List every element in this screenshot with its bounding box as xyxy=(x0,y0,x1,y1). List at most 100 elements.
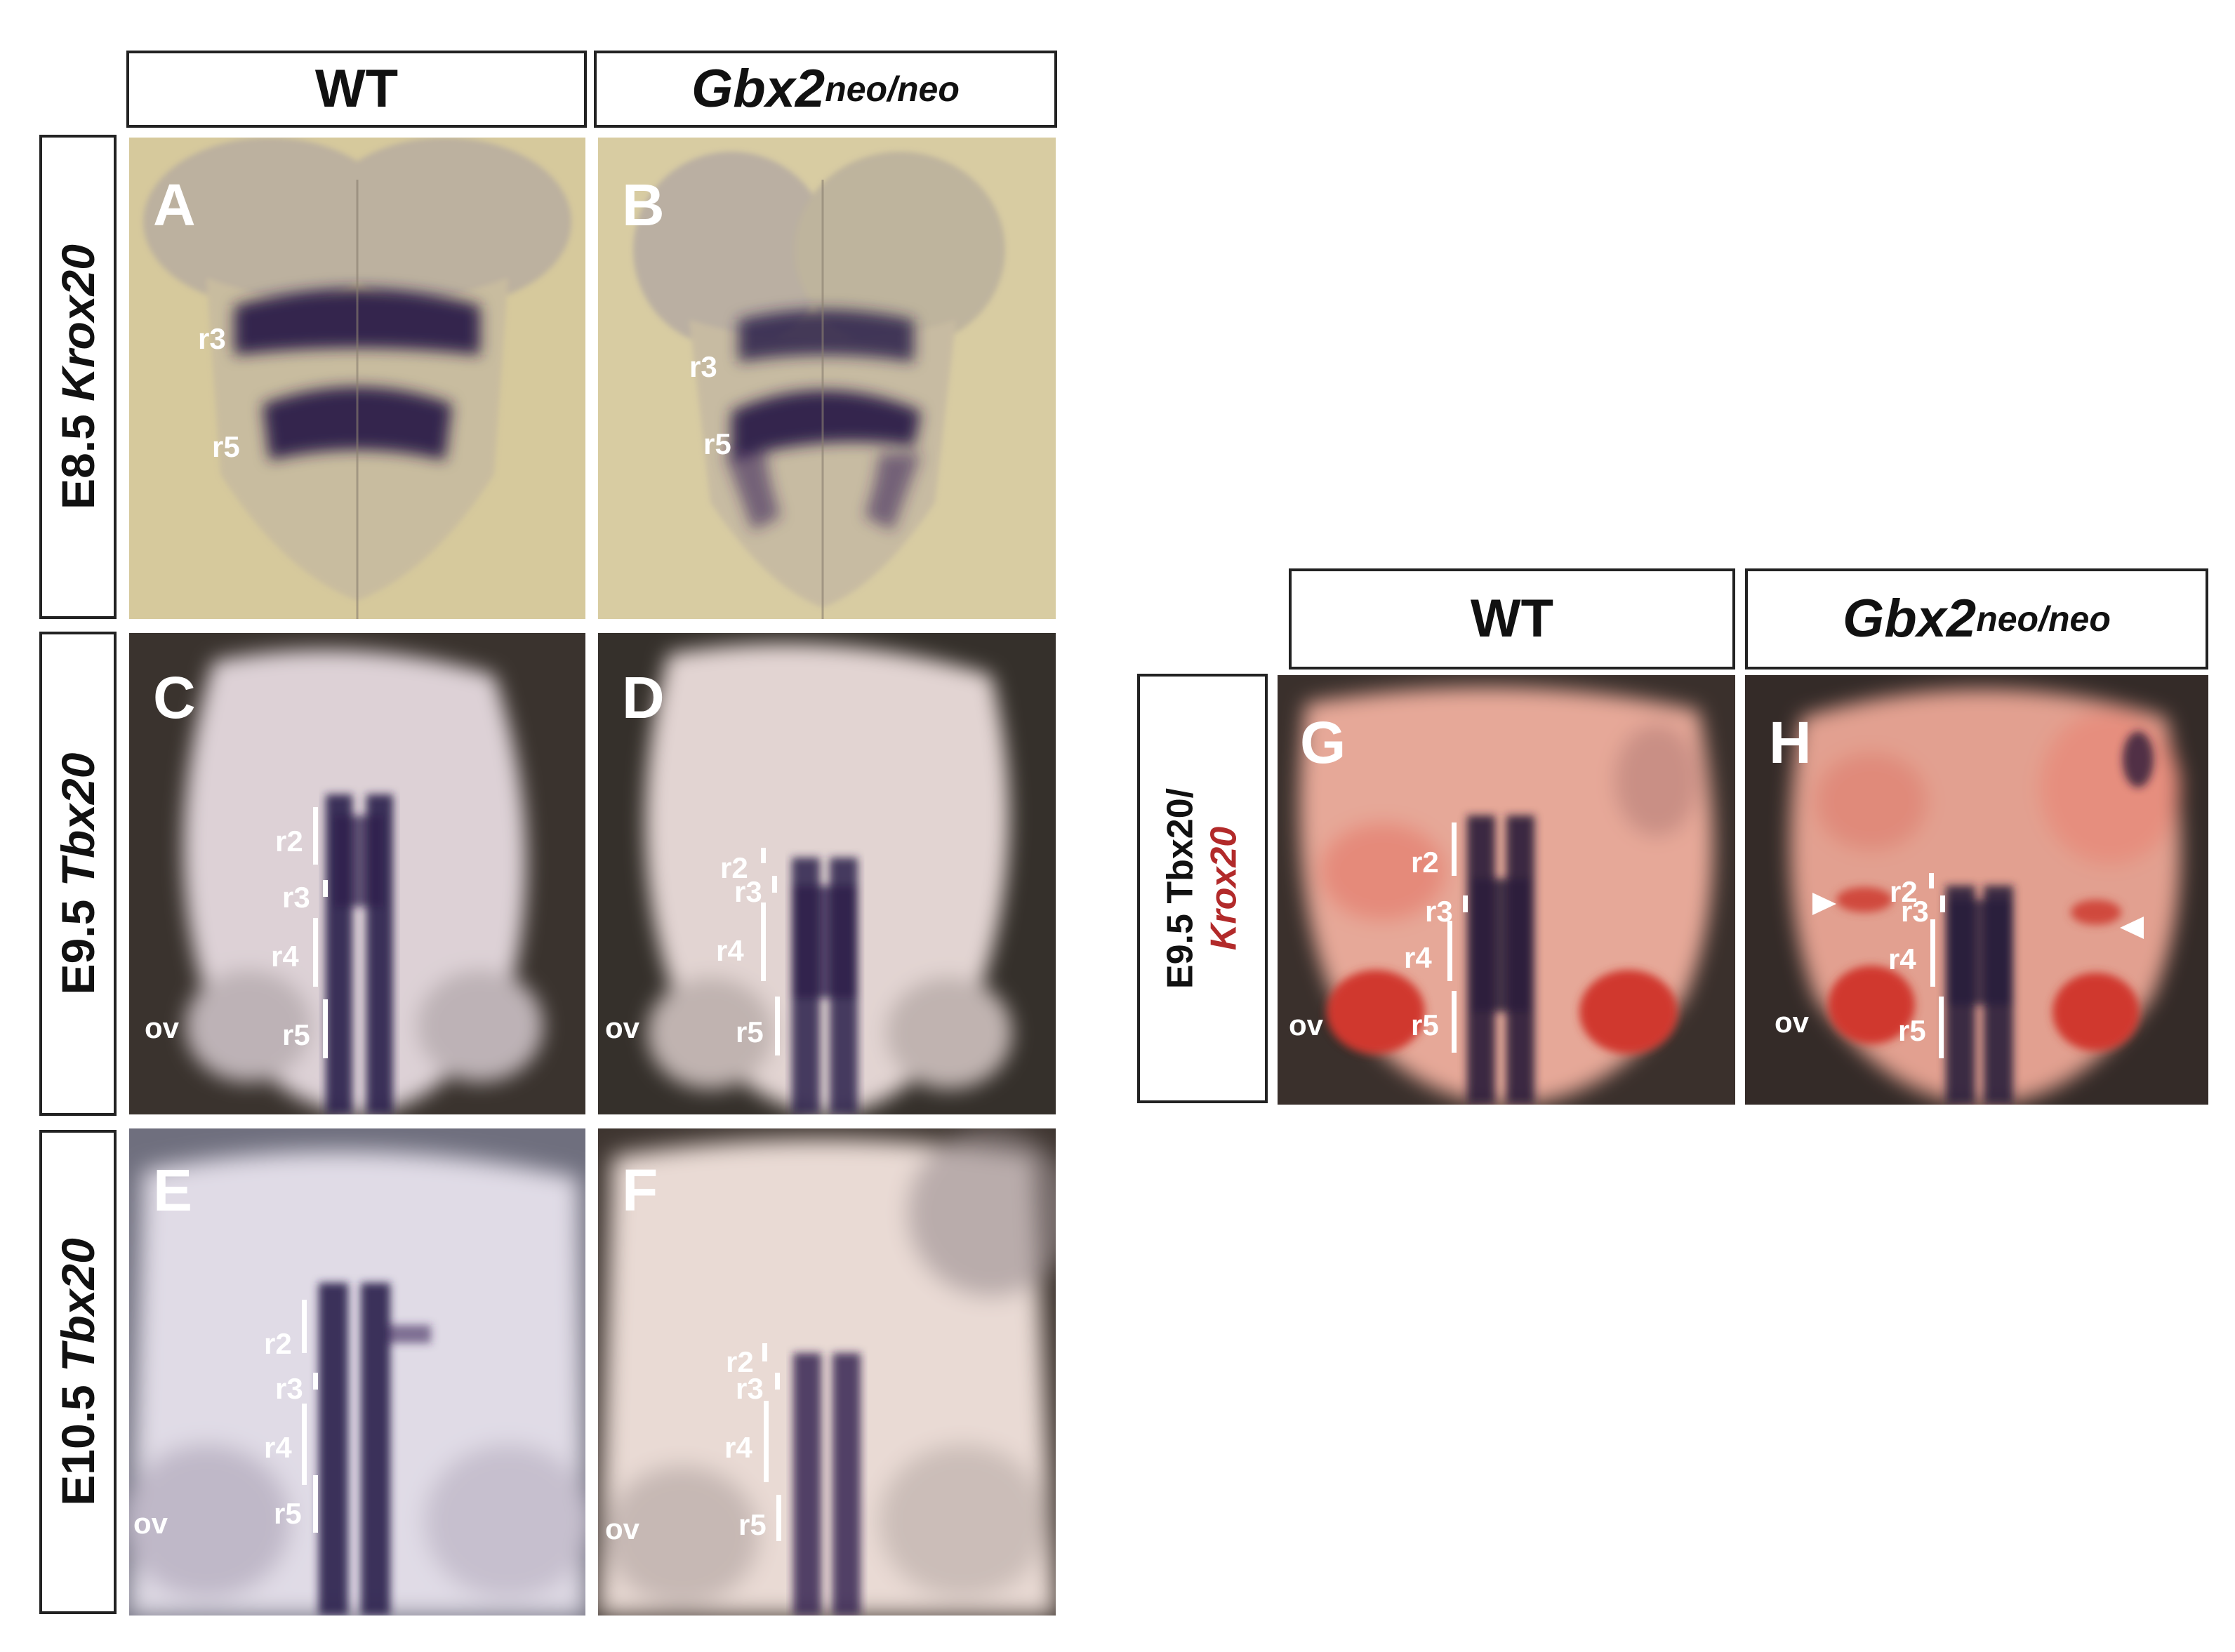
label-ov: ov xyxy=(133,1507,168,1540)
panel-g-image xyxy=(1278,675,1735,1105)
label-r3: r3 xyxy=(1901,895,1929,928)
mutant-gene-name: Gbx2 xyxy=(691,59,825,119)
label-r2: r2 xyxy=(264,1327,292,1360)
label-r5: r5 xyxy=(736,1015,764,1048)
label-r5: r5 xyxy=(282,1018,310,1051)
label-r2: r2 xyxy=(726,1345,754,1378)
arrowhead-left-icon xyxy=(2120,917,2144,939)
rhombomere-bar-r5 xyxy=(1452,991,1457,1053)
arrowhead-right-icon xyxy=(1812,893,1836,915)
panel-b-micrograph xyxy=(598,138,1056,619)
rhombomere-bar-r3 xyxy=(313,1373,318,1390)
label-r4: r4 xyxy=(1888,942,1916,975)
rhombomere-bar-r2 xyxy=(302,1300,307,1353)
rhombomere-bar-r5 xyxy=(1939,997,1944,1058)
label-r2: r2 xyxy=(275,825,303,858)
panel-h-image xyxy=(1745,675,2208,1105)
row-label-e95-tbx20: E9.5 Tbx20 xyxy=(39,632,117,1116)
label-r5: r5 xyxy=(1411,1008,1439,1041)
column-header-wt-right: WT xyxy=(1289,568,1735,670)
rhombomere-bar-r2 xyxy=(761,848,766,863)
panel-h-micrograph xyxy=(1745,675,2208,1105)
panel-c-image xyxy=(129,633,585,1114)
panel-g-micrograph xyxy=(1278,675,1735,1105)
rhombomere-bar-r3 xyxy=(775,1373,780,1390)
row-label-e105-tbx20: E10.5 Tbx20 xyxy=(39,1130,117,1614)
panel-b-image xyxy=(598,138,1056,619)
row-label-e85-krox20: E8.5 Krox20 xyxy=(39,135,117,619)
label-r5: r5 xyxy=(703,427,731,460)
label-r5: r5 xyxy=(212,430,240,463)
label-r3: r3 xyxy=(734,875,762,908)
panel-letter-f: F xyxy=(622,1157,658,1223)
panel-e-image xyxy=(129,1128,585,1616)
mutant-allele-superscript: neo/neo xyxy=(1976,599,2111,639)
label-ov: ov xyxy=(605,1512,640,1545)
rhombomere-bar-r3 xyxy=(1940,895,1945,912)
label-r3: r3 xyxy=(275,1372,303,1405)
rhombomere-bar-r2 xyxy=(762,1343,767,1361)
label-r4: r4 xyxy=(1404,941,1432,974)
rhombomere-bar-r2 xyxy=(1452,822,1457,876)
panel-d-micrograph xyxy=(598,633,1056,1114)
label-r3: r3 xyxy=(689,350,717,383)
rhombomere-bar-r2 xyxy=(313,807,318,865)
rhombomere-bar-r3 xyxy=(1463,895,1468,912)
panel-letter-c: C xyxy=(153,665,196,731)
rhombomere-bar-r4 xyxy=(1930,919,1935,987)
panel-letter-g: G xyxy=(1300,710,1346,775)
rhombomere-bar-r3 xyxy=(772,876,777,893)
label-r4: r4 xyxy=(724,1431,752,1464)
panel-a-image xyxy=(129,138,585,619)
panel-f-image xyxy=(598,1128,1056,1616)
row-gene: Krox20 xyxy=(52,244,104,401)
panel-letter-d: D xyxy=(622,665,665,731)
mutant-allele-superscript: neo/neo xyxy=(825,69,960,109)
row-stage: E8.5 xyxy=(52,414,104,509)
panel-letter-h: H xyxy=(1769,710,1812,775)
row-double-line1: E9.5 Tbx20/ xyxy=(1160,787,1201,990)
rhombomere-bar-r4 xyxy=(761,902,766,981)
rhombomere-bar-r3 xyxy=(323,880,328,897)
rhombomere-bar-r4 xyxy=(302,1404,307,1485)
panel-letter-b: B xyxy=(622,172,665,238)
column-header-wt-left: WT xyxy=(126,51,587,128)
panel-letter-a: A xyxy=(153,172,196,238)
label-r5: r5 xyxy=(1898,1014,1926,1047)
mutant-gene-name: Gbx2 xyxy=(1843,589,1977,648)
label-r2: r2 xyxy=(1411,846,1439,879)
panel-e-micrograph xyxy=(129,1128,585,1616)
rhombomere-bar-r2 xyxy=(1929,873,1934,888)
label-ov: ov xyxy=(1289,1008,1324,1041)
label-r5: r5 xyxy=(738,1508,767,1541)
panel-letter-e: E xyxy=(153,1157,193,1223)
column-header-wt-text: WT xyxy=(314,59,399,119)
label-r3: r3 xyxy=(736,1372,764,1405)
row-stage: E10.5 xyxy=(52,1385,104,1506)
rhombomere-bar-r4 xyxy=(764,1401,769,1482)
row-gene: Tbx20 xyxy=(52,752,104,887)
label-r2: r2 xyxy=(1890,875,1918,908)
row-gene: Tbx20 xyxy=(52,1238,104,1372)
panel-d-image xyxy=(598,633,1056,1114)
label-ov: ov xyxy=(605,1011,640,1044)
rhombomere-bar-r5 xyxy=(323,999,328,1058)
panel-f-micrograph xyxy=(598,1128,1056,1616)
label-r3: r3 xyxy=(282,881,310,914)
rhombomere-bar-r4 xyxy=(1447,921,1452,981)
rhombomere-bar-r5 xyxy=(776,1495,781,1541)
column-header-wt-text: WT xyxy=(1470,589,1554,648)
row-stage: E9.5 xyxy=(52,899,104,995)
panel-a-micrograph xyxy=(129,138,585,619)
label-ov: ov xyxy=(145,1011,180,1044)
rhombomere-bar-r4 xyxy=(313,918,318,987)
rhombomere-bar-r5 xyxy=(775,997,780,1055)
row-double-line2: Krox20 xyxy=(1204,826,1245,951)
label-r4: r4 xyxy=(271,940,299,973)
label-r4: r4 xyxy=(264,1431,292,1464)
label-r2: r2 xyxy=(720,851,748,884)
label-r3: r3 xyxy=(198,322,226,355)
rhombomere-bar-r5 xyxy=(313,1475,318,1533)
label-r5: r5 xyxy=(274,1497,302,1530)
label-ov: ov xyxy=(1775,1006,1810,1039)
